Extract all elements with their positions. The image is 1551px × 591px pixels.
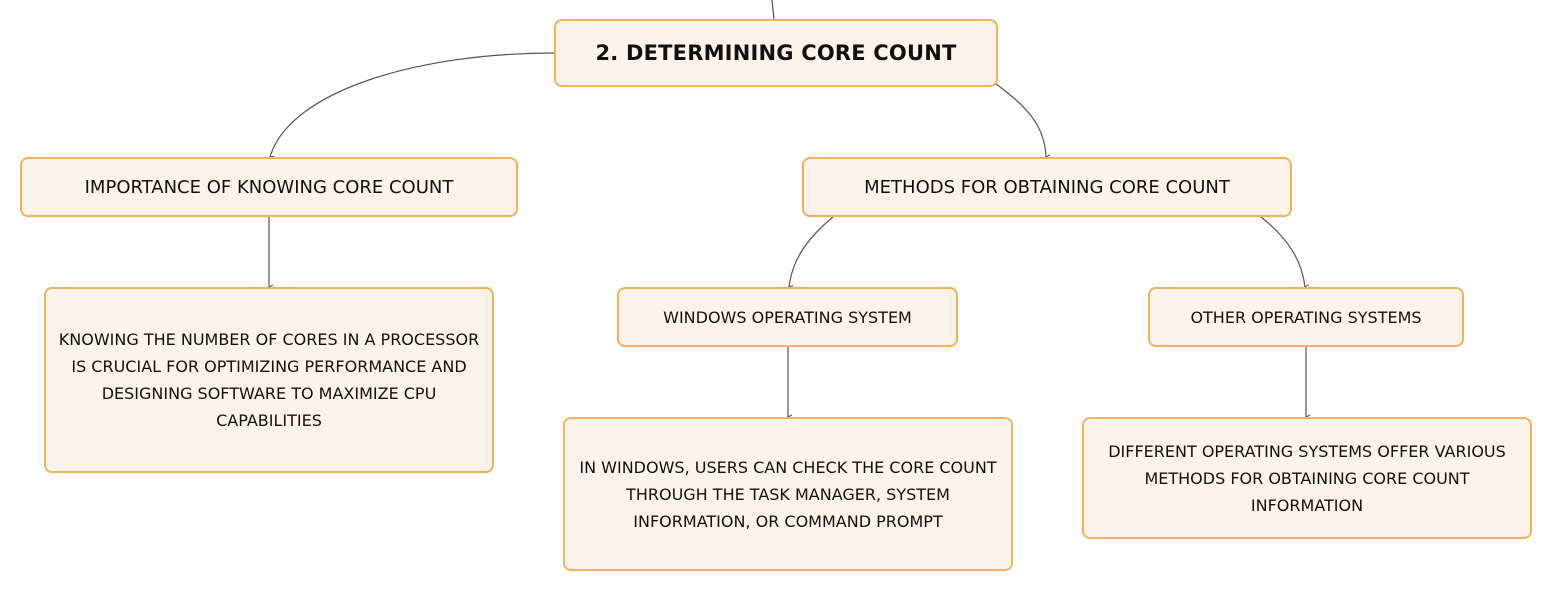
root-node-label: 2. DETERMINING CORE COUNT <box>595 41 957 65</box>
windows-node-label: WINDOWS OPERATING SYSTEM <box>663 307 912 327</box>
other-os-node-label: OTHER OPERATING SYSTEMS <box>1190 307 1422 327</box>
windows-node[interactable]: WINDOWS OPERATING SYSTEM <box>617 287 958 347</box>
connector-root-to-importance <box>270 52 555 157</box>
other-os-description-text: DIFFERENT OPERATING SYSTEMS OFFER VARIOU… <box>1108 441 1506 515</box>
methods-node[interactable]: METHODS FOR OBTAINING CORE COUNT <box>802 157 1292 217</box>
importance-description-text: KNOWING THE NUMBER OF CORES IN A PROCESS… <box>58 330 480 430</box>
connector-methods-to-windows <box>789 216 834 287</box>
other-os-description-node[interactable]: DIFFERENT OPERATING SYSTEMS OFFER VARIOU… <box>1082 417 1532 539</box>
importance-description-node[interactable]: KNOWING THE NUMBER OF CORES IN A PROCESS… <box>44 287 494 473</box>
connector-parent-to-root <box>771 0 775 20</box>
windows-description-text: IN WINDOWS, USERS CAN CHECK THE CORE COU… <box>579 457 997 531</box>
connector-root-to-methods <box>995 83 1046 157</box>
connector-methods-to-other <box>1260 216 1305 287</box>
importance-node[interactable]: IMPORTANCE OF KNOWING CORE COUNT <box>20 157 518 217</box>
other-os-node[interactable]: OTHER OPERATING SYSTEMS <box>1148 287 1464 347</box>
methods-node-label: METHODS FOR OBTAINING CORE COUNT <box>864 176 1230 198</box>
windows-description-node[interactable]: IN WINDOWS, USERS CAN CHECK THE CORE COU… <box>563 417 1013 571</box>
importance-node-label: IMPORTANCE OF KNOWING CORE COUNT <box>84 176 454 198</box>
root-node[interactable]: 2. DETERMINING CORE COUNT <box>554 19 998 87</box>
